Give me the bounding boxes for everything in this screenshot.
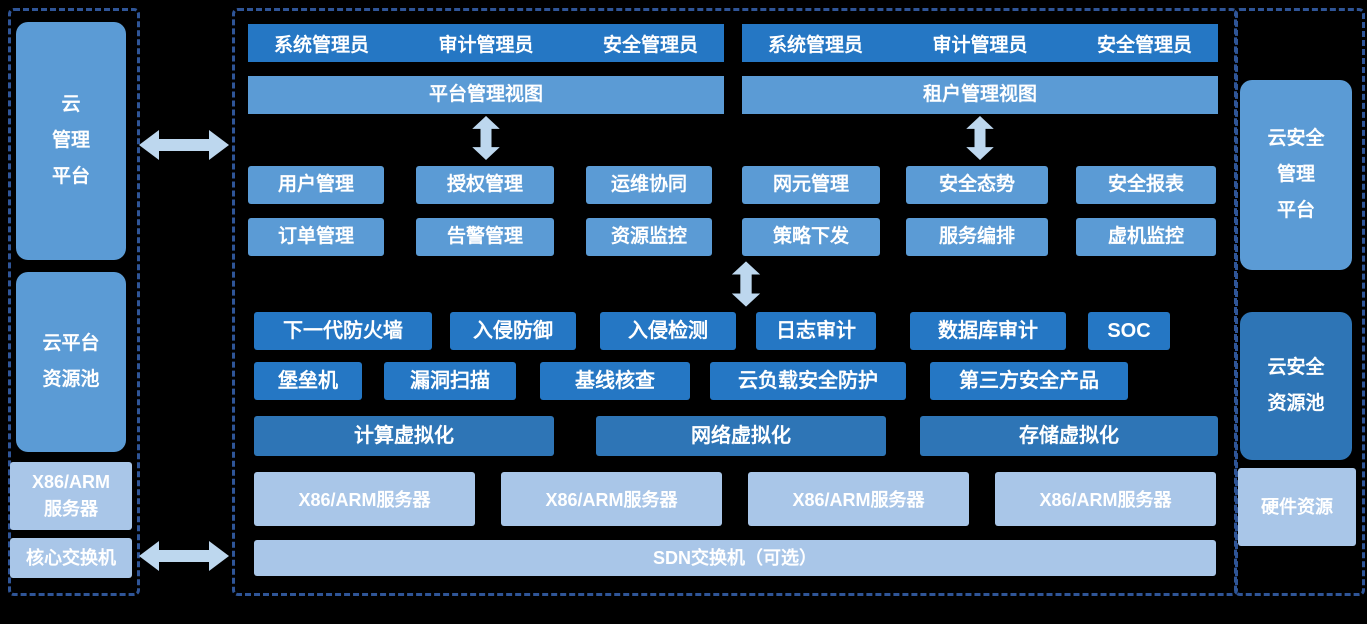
sdn-switch-bar: SDN交换机（可选） [254, 540, 1216, 576]
mgmt-button: 用户管理 [248, 166, 384, 204]
admin-label: 审计管理员 [438, 34, 534, 56]
cloud-platform-resource-pool-box: 云平台 资源池 [16, 272, 126, 452]
admin-label: 安全管理员 [602, 34, 698, 56]
cloud-management-platform-box: 云 管理 平台 [16, 22, 126, 260]
admin-label: 安全管理员 [1096, 34, 1192, 56]
security-product-box: 下一代防火墙 [254, 312, 432, 350]
left-top-double-arrow-icon [139, 130, 229, 160]
platform-management-view-bar: 平台管理视图 [248, 76, 724, 114]
core-switch-box: 核心交换机 [10, 538, 132, 578]
mgmt-button: 订单管理 [248, 218, 384, 256]
left-group-frame [8, 8, 140, 596]
security-product-box: SOC [1088, 312, 1170, 350]
security-product-box: 基线核查 [540, 362, 690, 400]
server-box: X86/ARM服务器 [995, 472, 1216, 526]
security-product-box: 云负载安全防护 [710, 362, 906, 400]
admin-label: 系统管理员 [768, 34, 864, 56]
cloud-security-resource-pool-box: 云安全 资源池 [1240, 312, 1352, 460]
platform-view-double-arrow-icon [472, 116, 500, 160]
security-product-box: 入侵防御 [450, 312, 576, 350]
security-product-box: 第三方安全产品 [930, 362, 1128, 400]
mgmt-button: 虚机监控 [1076, 218, 1216, 256]
security-product-box: 数据库审计 [910, 312, 1066, 350]
mgmt-button: 运维协同 [586, 166, 712, 204]
mgmt-button: 服务编排 [906, 218, 1048, 256]
storage-virtualization-bar: 存储虚拟化 [920, 416, 1218, 456]
server-box: X86/ARM服务器 [501, 472, 722, 526]
security-product-box: 堡垒机 [254, 362, 362, 400]
tenant-management-view-bar: 租户管理视图 [742, 76, 1218, 114]
tenant-view-double-arrow-icon [966, 116, 994, 160]
platform-admin-bar: 系统管理员 审计管理员 安全管理员 [248, 24, 724, 62]
server-box: X86/ARM服务器 [748, 472, 969, 526]
server-row: X86/ARM服务器 X86/ARM服务器 X86/ARM服务器 X86/ARM… [254, 472, 1216, 526]
server-box: X86/ARM服务器 [254, 472, 475, 526]
security-product-box: 入侵检测 [600, 312, 736, 350]
mgmt-button: 网元管理 [742, 166, 880, 204]
mgmt-button: 告警管理 [416, 218, 554, 256]
mgmt-button: 策略下发 [742, 218, 880, 256]
network-virtualization-bar: 网络虚拟化 [596, 416, 886, 456]
center-double-arrow-icon [731, 261, 761, 307]
mgmt-button: 安全态势 [906, 166, 1048, 204]
left-bottom-double-arrow-icon [139, 541, 229, 571]
security-product-box: 漏洞扫描 [384, 362, 516, 400]
security-product-box: 日志审计 [756, 312, 876, 350]
admin-label: 系统管理员 [274, 34, 370, 56]
mgmt-button: 资源监控 [586, 218, 712, 256]
admin-label: 审计管理员 [932, 34, 1028, 56]
left-server-box: X86/ARM 服务器 [10, 462, 132, 530]
tenant-admin-bar: 系统管理员 审计管理员 安全管理员 [742, 24, 1218, 62]
right-group-frame [1234, 8, 1365, 596]
mgmt-button: 安全报表 [1076, 166, 1216, 204]
cloud-security-management-platform-box: 云安全 管理 平台 [1240, 80, 1352, 270]
compute-virtualization-bar: 计算虚拟化 [254, 416, 554, 456]
hardware-resource-box: 硬件资源 [1238, 468, 1356, 546]
mgmt-button: 授权管理 [416, 166, 554, 204]
